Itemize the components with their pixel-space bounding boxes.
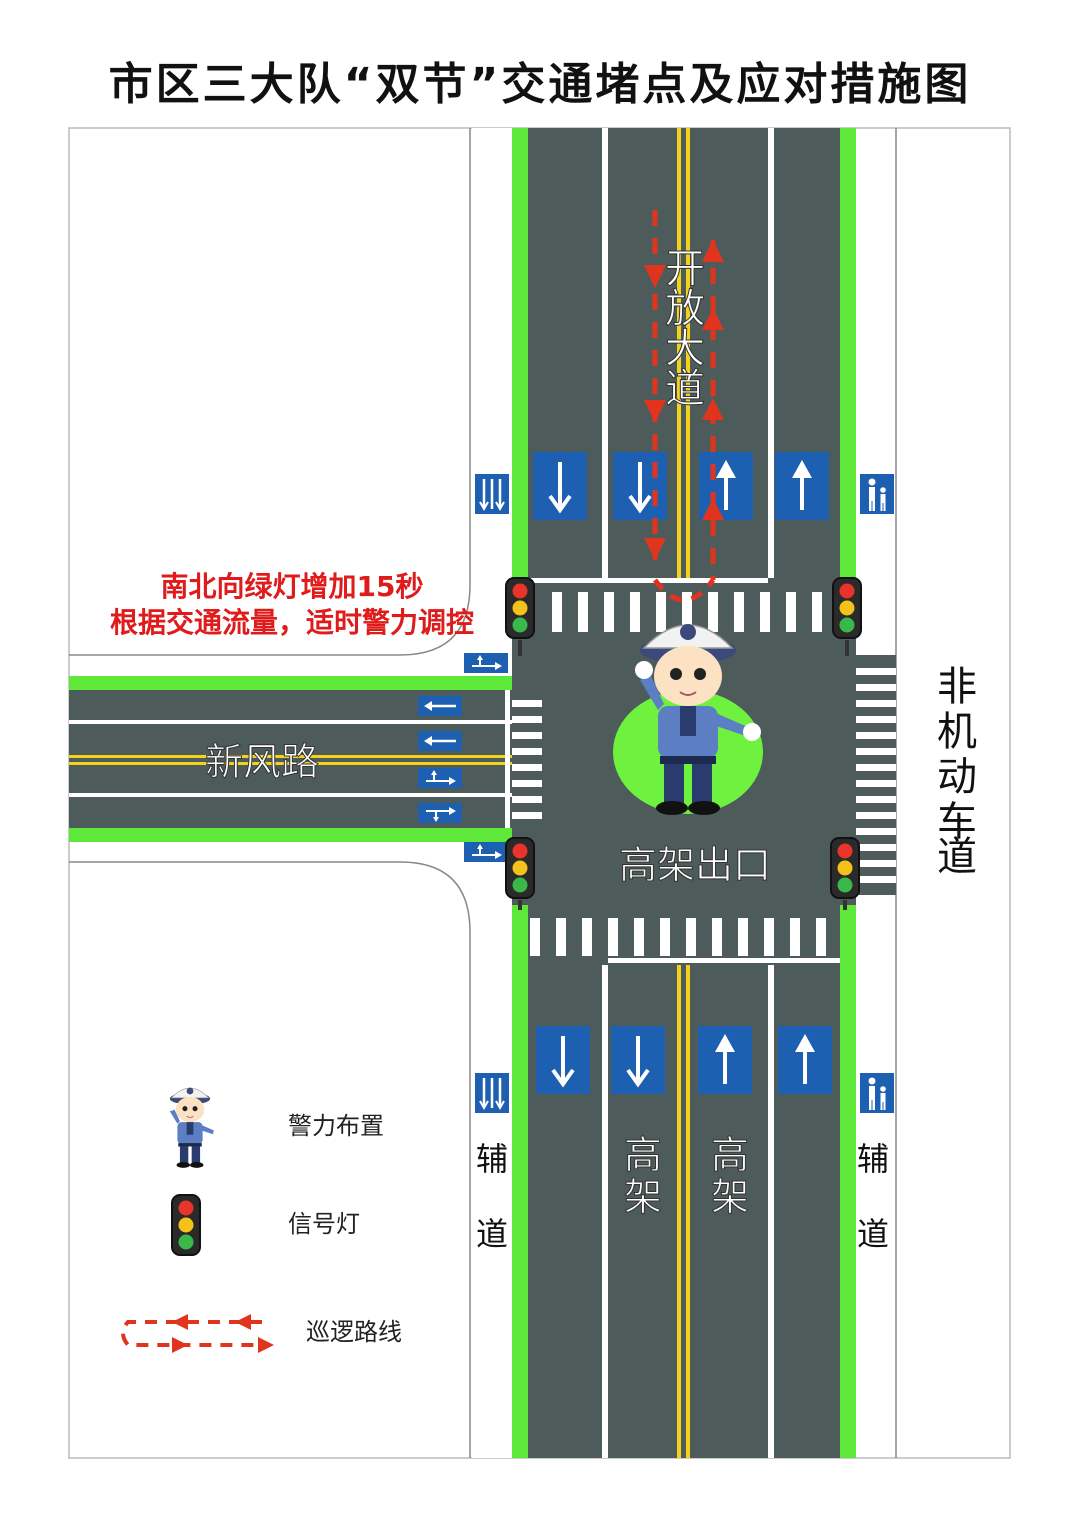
crosswalk-north [552, 592, 822, 632]
svg-text:大: 大 [665, 326, 705, 372]
lane-arrow-icon [773, 450, 831, 522]
patrol-route-icon [121, 1314, 274, 1353]
lane-arrow-icon [463, 841, 509, 863]
lane-arrow-icon [473, 472, 511, 516]
lane-arrow-icon [776, 1024, 834, 1096]
lane-arrow-icon [697, 450, 755, 522]
road-label-center: 高架出口 [619, 843, 771, 887]
road-label-south-left: 高 [624, 1133, 662, 1177]
road-label-north: 开 [665, 246, 705, 292]
traffic-light-icon [505, 577, 535, 639]
traffic-light-icon [830, 837, 860, 899]
svg-text:道: 道 [937, 834, 977, 880]
legend-signal: 信号灯 [288, 1210, 360, 1238]
lane-arrow-icon [416, 729, 464, 753]
lane-arrow-icon [696, 1024, 754, 1096]
lane-arrow-icon [473, 1071, 511, 1115]
lane-arrow-icon [534, 1024, 592, 1096]
lane-arrow-icon [416, 694, 464, 718]
traffic-light-icon [832, 577, 862, 639]
notice-line-2: 根据交通流量，适时警力调控 [110, 606, 474, 639]
road-label-west: 新风路 [205, 740, 319, 784]
road-label-aux-left: 辅 [476, 1140, 508, 1178]
road-label-east: 非 [937, 664, 977, 710]
notice-line-1: 南北向绿灯增加15秒 [161, 570, 424, 603]
lane-arrow-icon [417, 767, 463, 789]
svg-text:车: 车 [937, 799, 977, 845]
lane-arrow-icon [531, 450, 589, 522]
svg-text:道: 道 [665, 366, 705, 412]
lane-arrow-icon [611, 450, 669, 522]
lane-arrow-icon [463, 652, 509, 674]
pedestrian-sign-icon [860, 474, 894, 514]
svg-text:动: 动 [937, 754, 977, 800]
crosswalk-west [512, 700, 542, 819]
svg-text:道: 道 [476, 1215, 508, 1253]
svg-text:放: 放 [665, 286, 705, 332]
road-label-south-right: 高 [711, 1133, 749, 1177]
crosswalk-south [530, 918, 826, 956]
road-label-aux-right: 辅 [857, 1140, 889, 1178]
crosswalk-east [856, 668, 896, 883]
lane-arrow-icon [609, 1024, 667, 1096]
svg-text:架: 架 [711, 1175, 749, 1219]
lane-arrow-icon [417, 802, 463, 824]
svg-text:道: 道 [857, 1215, 889, 1253]
pedestrian-sign-icon [860, 1073, 894, 1113]
page-title: 市区三大队“双节”交通堵点及应对措施图 [108, 59, 972, 110]
svg-text:机: 机 [937, 709, 977, 755]
legend-police: 警力布置 [288, 1112, 384, 1140]
traffic-light-icon [171, 1194, 201, 1256]
patrol-route-icon [644, 210, 724, 603]
traffic-light-icon [505, 837, 535, 899]
svg-text:架: 架 [624, 1175, 662, 1219]
legend-patrol: 巡逻路线 [306, 1318, 402, 1346]
